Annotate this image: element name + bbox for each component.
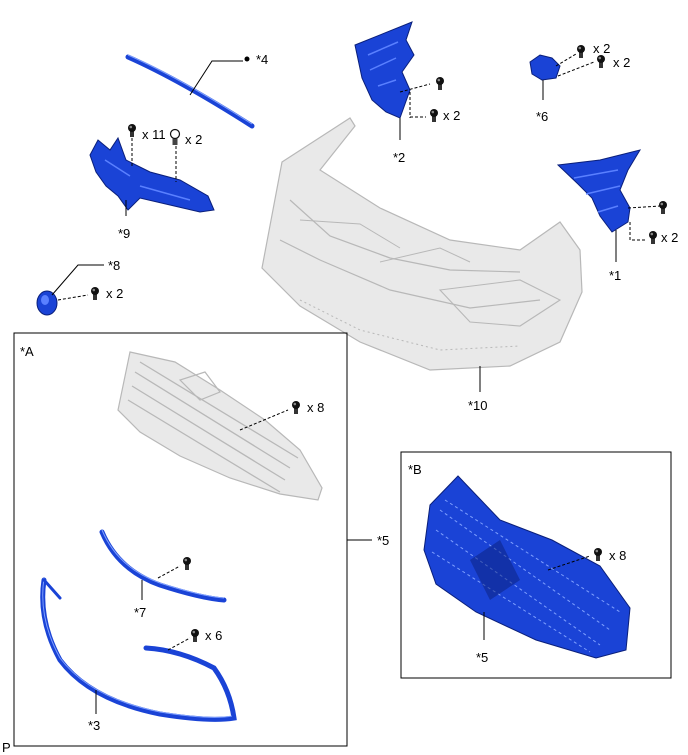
qty-9-bolt: x 11 <box>142 127 166 142</box>
screw-icon <box>436 77 444 90</box>
qty-b-grille: x 8 <box>609 548 626 563</box>
dash-a <box>239 409 289 431</box>
screw-icon <box>128 124 136 137</box>
label-3: *3 <box>88 718 100 733</box>
part-8-cap <box>36 290 58 316</box>
qty-6-top: x 2 <box>593 41 610 56</box>
screw-icon <box>183 557 191 570</box>
screw-icon <box>430 109 438 122</box>
screw-icon <box>577 45 585 58</box>
screw-icon <box>292 401 300 414</box>
part-9-bracket <box>89 136 215 213</box>
dash-7 <box>157 565 181 579</box>
label-7: *7 <box>134 605 146 620</box>
dash-1 <box>627 205 661 241</box>
part-6-bracket <box>529 54 561 81</box>
clip-icon <box>169 128 181 146</box>
dash-b <box>547 555 591 571</box>
label-1: *1 <box>609 268 621 283</box>
label-5b: *5 <box>476 650 488 665</box>
label-6: *6 <box>536 109 548 124</box>
dot-icon <box>244 56 250 62</box>
part-10-bumper-cover <box>261 117 583 371</box>
qty-a-grille: x 8 <box>307 400 324 415</box>
qty-8: x 2 <box>106 286 123 301</box>
part-5-grille-silver <box>117 351 323 501</box>
label-box-b: *B <box>408 462 422 477</box>
dash-9 <box>131 138 177 182</box>
dash-2 <box>399 83 431 118</box>
dash-3 <box>167 637 191 651</box>
dash-6 <box>555 53 595 77</box>
part-7-moulding <box>99 529 227 603</box>
label-5a: *5 <box>377 533 389 548</box>
part-3-moulding <box>40 577 237 722</box>
qty-2: x 2 <box>443 108 460 123</box>
dash-8 <box>57 294 89 301</box>
screw-icon <box>597 55 605 68</box>
qty-6-bottom: x 2 <box>613 55 630 70</box>
qty-3: x 6 <box>205 628 222 643</box>
screw-icon <box>91 287 99 300</box>
part-2-bracket <box>354 21 415 119</box>
screw-icon <box>649 231 657 244</box>
part-1-bracket <box>556 149 642 233</box>
leader-8 <box>51 264 104 296</box>
label-box-a: *A <box>20 344 34 359</box>
box-b-frame <box>400 451 672 679</box>
screw-icon <box>594 548 602 561</box>
label-9: *9 <box>118 226 130 241</box>
label-4: *4 <box>256 52 268 67</box>
qty-9-clip: x 2 <box>185 132 202 147</box>
screw-icon <box>191 629 199 642</box>
part-5-grille-blue <box>423 475 631 659</box>
part-4-moulding <box>125 54 255 129</box>
label-8: *8 <box>108 258 120 273</box>
label-2: *2 <box>393 150 405 165</box>
leader-4 <box>189 60 243 96</box>
label-10: *10 <box>468 398 488 413</box>
screw-icon <box>659 201 667 214</box>
corner-mark: P <box>2 740 11 755</box>
qty-1: x 2 <box>661 230 678 245</box>
